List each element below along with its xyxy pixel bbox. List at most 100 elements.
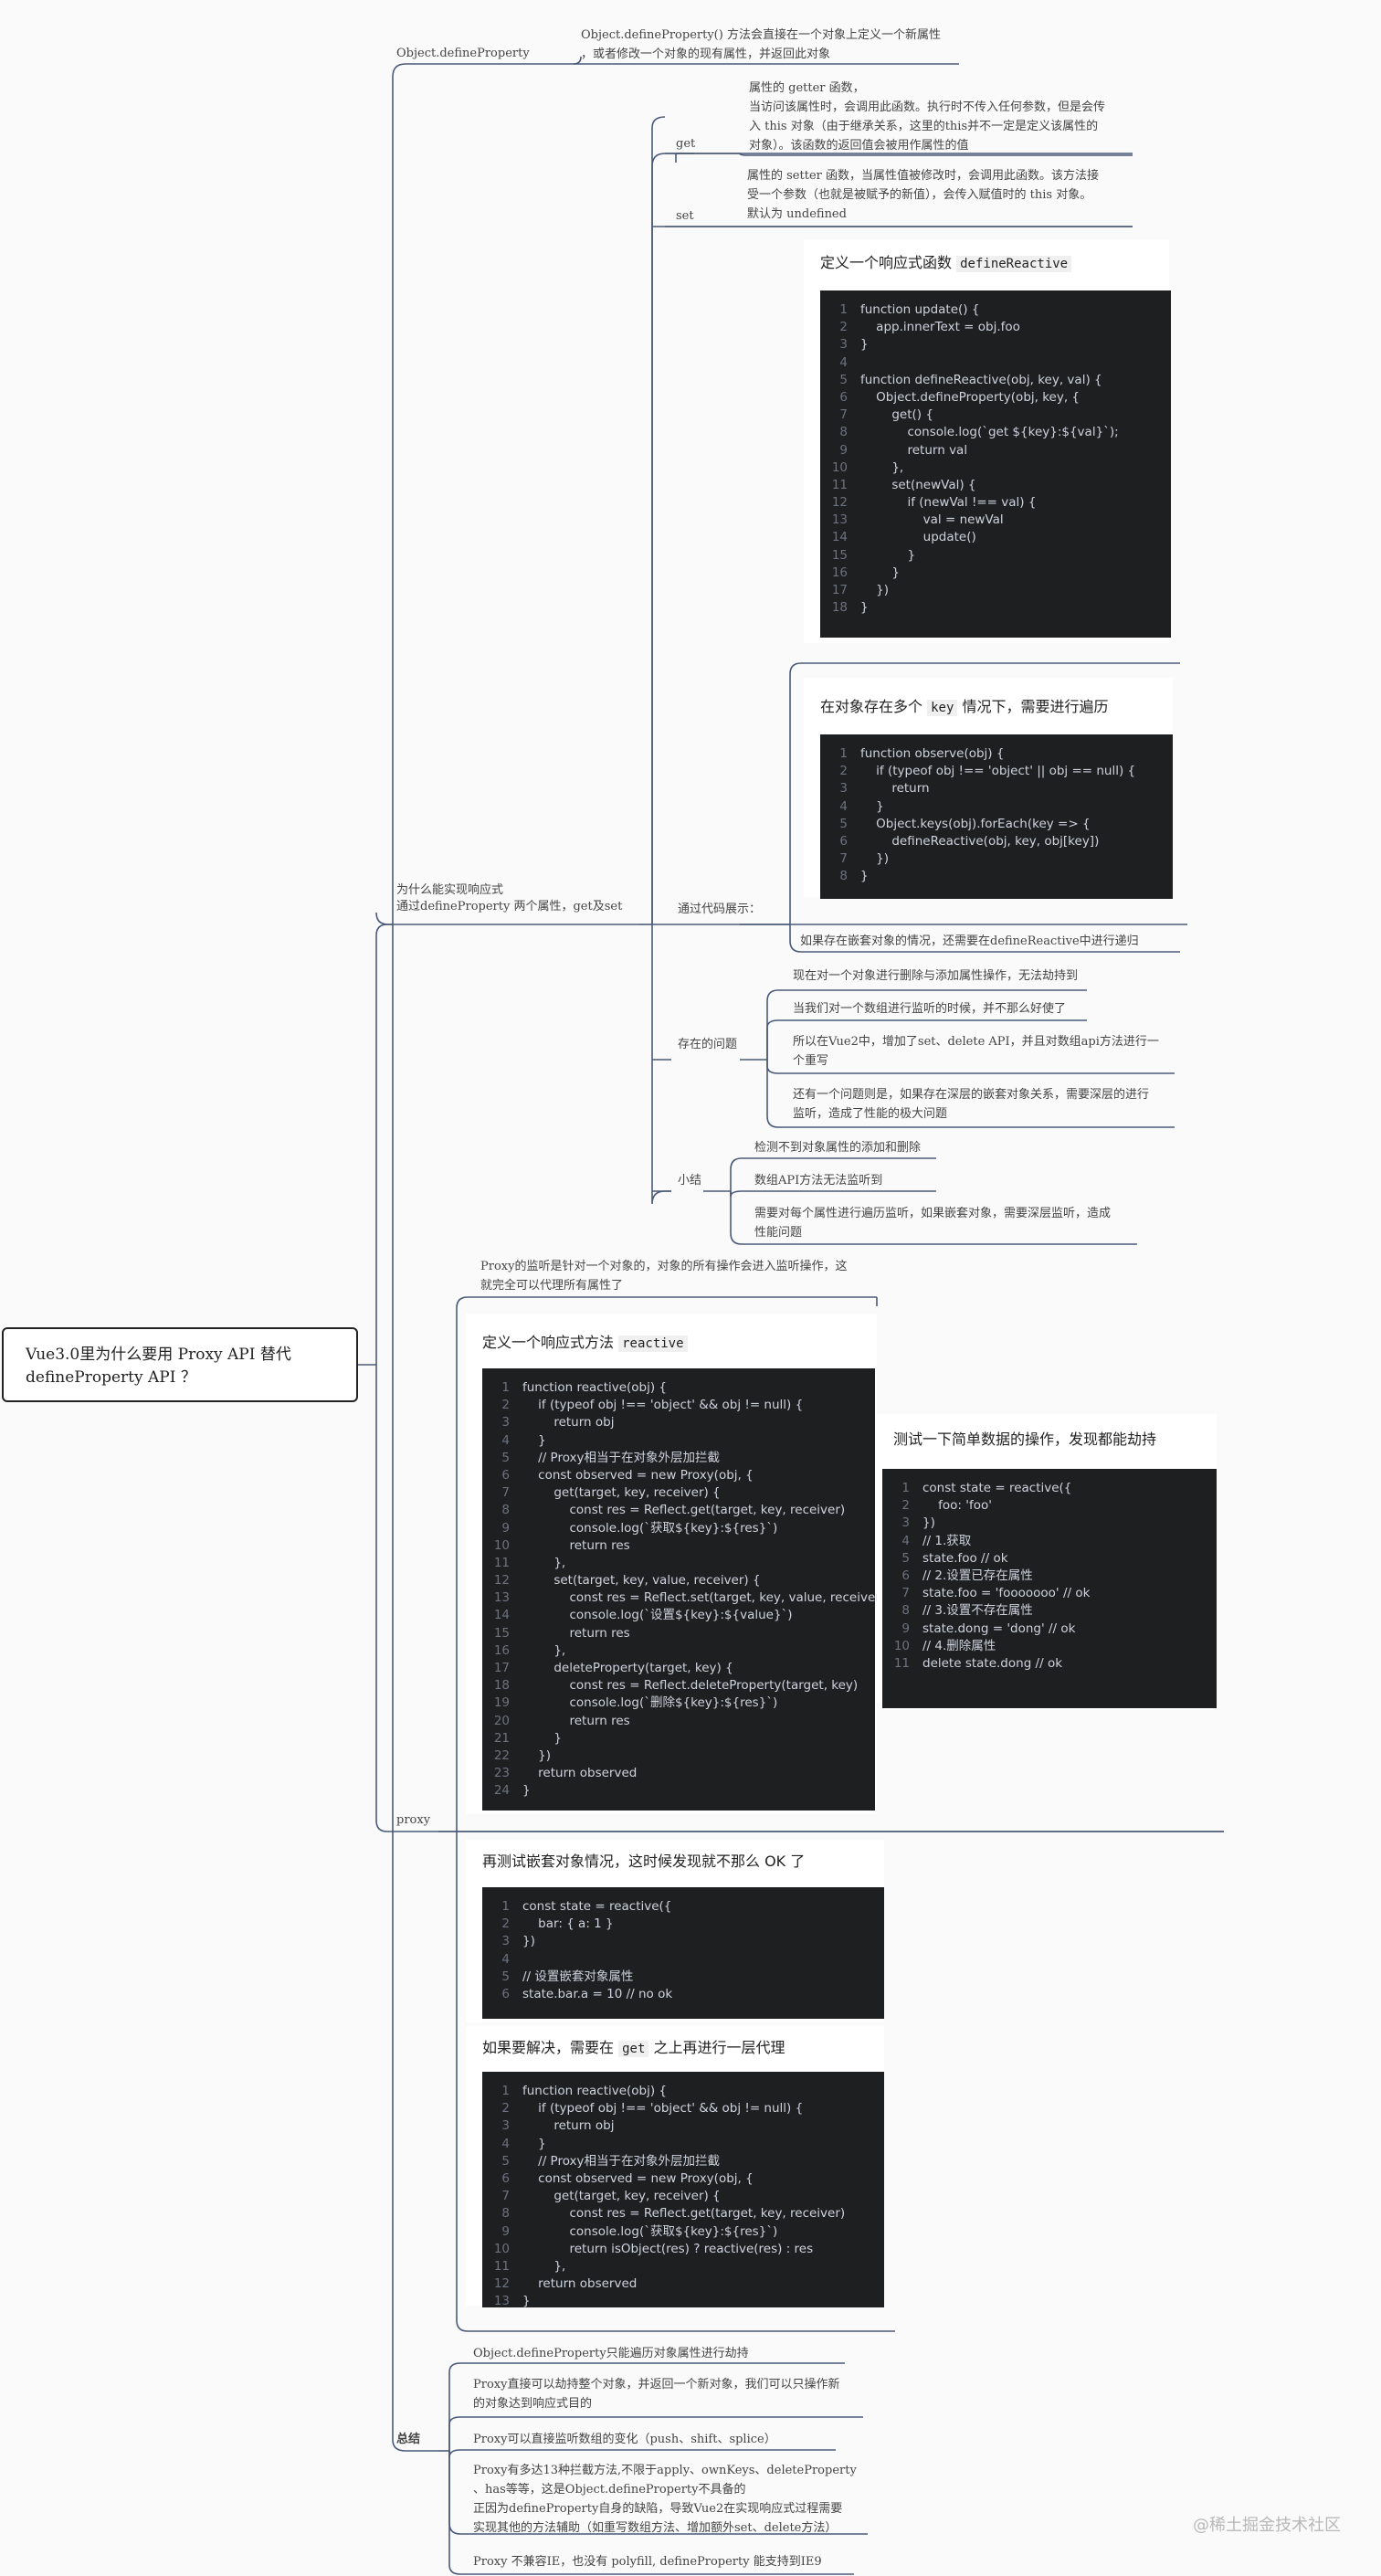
code-line: 5 Object.keys(obj).forEach(key => { bbox=[820, 816, 1173, 833]
code-text: deleteProperty(target, key) { bbox=[522, 1661, 733, 1675]
node-by-code[interactable]: 通过代码展示： bbox=[678, 903, 762, 916]
line-number: 5 bbox=[501, 1450, 510, 1465]
line-number: 3 bbox=[901, 1515, 910, 1531]
line-number: 4 bbox=[501, 1951, 510, 1967]
code-text: } bbox=[522, 2294, 531, 2309]
line-number: 5 bbox=[501, 1969, 510, 1984]
code-line: 7 get(target, key, receiver) { bbox=[482, 1484, 875, 1502]
line-number: 14 bbox=[493, 1608, 510, 1623]
code-text: return res bbox=[522, 1537, 630, 1553]
code-line: 6 Object.defineProperty(obj, key, { bbox=[820, 389, 1171, 406]
code-line: 10 }, bbox=[820, 459, 1171, 477]
line-number: 8 bbox=[839, 869, 848, 884]
node-summary-small[interactable]: 小结 bbox=[678, 1174, 702, 1188]
node-get[interactable]: get bbox=[676, 137, 696, 151]
code-line: 20 return res bbox=[482, 1713, 875, 1730]
code-line: 4 } bbox=[482, 1432, 875, 1450]
code-line: 10 return res bbox=[482, 1537, 875, 1555]
summary-small-item[interactable]: 检测不到对象属性的添加和删除 bbox=[754, 1141, 922, 1155]
line-number: 10 bbox=[493, 2241, 510, 2256]
node-nested-note[interactable]: 如果存在嵌套对象的情况，还需要在defineReactive中进行递归 bbox=[800, 934, 1139, 948]
summary-item[interactable]: Proxy可以直接监听数组的变化（push、shift、splice） bbox=[473, 2433, 776, 2446]
problem-item[interactable]: 现在对一个对象进行删除与添加属性操作，无法劫持到 bbox=[793, 969, 1079, 983]
code-line: 7 get(target, key, receiver) { bbox=[482, 2188, 884, 2205]
summary-item[interactable]: Proxy有多达13种拦截方法,不限于apply、ownKeys、deleteP… bbox=[473, 2464, 857, 2535]
card-title: 再测试嵌套对象情况，这时候发现就不那么 OK 了 bbox=[482, 1853, 806, 1870]
code-text: }, bbox=[522, 1642, 566, 1658]
code-text: } bbox=[522, 1432, 546, 1448]
code-text: function update() { bbox=[860, 302, 980, 317]
code-line: 14 update() bbox=[820, 529, 1171, 546]
node-define-property[interactable]: Object.defineProperty bbox=[396, 47, 530, 60]
line-number: 10 bbox=[893, 1638, 910, 1653]
node-problems[interactable]: 存在的问题 bbox=[678, 1038, 738, 1051]
line-number: 1 bbox=[501, 1380, 510, 1395]
code-line: 6 const observed = new Proxy(obj, { bbox=[482, 1467, 875, 1484]
summary-small-item[interactable]: 数组API方法无法监听到 bbox=[754, 1174, 883, 1188]
node-summary[interactable]: 总结 bbox=[396, 2433, 421, 2446]
line-number: 11 bbox=[831, 477, 848, 492]
code-text: foo: 'foo' bbox=[922, 1498, 992, 1514]
code-text: set(target, key, value, receiver) { bbox=[522, 1573, 761, 1589]
code-line: 17 }) bbox=[820, 582, 1171, 599]
problem-item[interactable]: 当我们对一个数组进行监听的时候，并不那么好使了 bbox=[793, 1002, 1067, 1016]
node-proxy-desc[interactable]: Proxy的监听是针对一个对象的，对象的所有操作会进入监听操作，这 就完全可以代… bbox=[480, 1260, 848, 1293]
line-number: 3 bbox=[501, 1415, 510, 1431]
summary-item[interactable]: Object.defineProperty只能遍历对象属性进行劫持 bbox=[473, 2347, 749, 2360]
card-title: 测试一下简单数据的操作，发现都能劫持 bbox=[893, 1431, 1157, 1448]
node-proxy[interactable]: proxy bbox=[396, 1813, 431, 1827]
code-line: 18 const res = Reflect.deleteProperty(ta… bbox=[482, 1677, 875, 1694]
node-define-property-desc[interactable]: Object.defineProperty() 方法会直接在一个对象上定义一个新… bbox=[581, 28, 941, 61]
line-number: 3 bbox=[501, 2118, 510, 2134]
code-line: 3} bbox=[820, 336, 1171, 354]
problem-item[interactable]: 所以在Vue2中，增加了set、delete API，并且对数组api方法进行一… bbox=[793, 1035, 1159, 1068]
node-set[interactable]: set bbox=[676, 209, 694, 223]
node-why[interactable]: 为什么能实现响应式 通过defineProperty 两个属性，get及set bbox=[396, 883, 623, 913]
code-text: Object.defineProperty(obj, key, { bbox=[860, 389, 1081, 405]
line-number: 8 bbox=[501, 2206, 510, 2222]
line-number: 9 bbox=[901, 1621, 910, 1636]
code-text: return observed bbox=[522, 1766, 638, 1781]
code-text: return isObject(res) ? reactive(res) : r… bbox=[522, 2241, 814, 2256]
line-number: 4 bbox=[839, 354, 848, 370]
summary-small-item[interactable]: 需要对每个属性进行遍历监听，如果嵌套对象，需要深层监听，造成 性能问题 bbox=[754, 1207, 1112, 1240]
code-text: }, bbox=[522, 2258, 566, 2274]
line-number: 4 bbox=[501, 1432, 510, 1448]
code-text: const state = reactive({ bbox=[522, 1899, 672, 1914]
root-topic[interactable]: Vue3.0里为什么要用 Proxy API 替代 defineProperty… bbox=[2, 1327, 358, 1402]
code-text: } bbox=[860, 869, 869, 884]
code-text: console.log(`get ${key}:${val}`); bbox=[860, 425, 1119, 440]
code-text: }) bbox=[522, 1934, 535, 1949]
summary-item[interactable]: Proxy直接可以劫持整个对象，并返回一个新对象，我们可以只操作新 的对象达到响… bbox=[473, 2378, 840, 2411]
line-number: 17 bbox=[493, 1661, 510, 1675]
code-text: // 3.设置不存在属性 bbox=[922, 1603, 1033, 1619]
line-number: 8 bbox=[901, 1603, 910, 1619]
card-title: 如果要解决，需要在 get 之上再进行一层代理 bbox=[482, 2039, 785, 2057]
line-number: 16 bbox=[493, 1642, 510, 1658]
code-text: } bbox=[522, 1783, 531, 1799]
code-line: 8 // 3.设置不存在属性 bbox=[882, 1602, 1217, 1620]
problem-item[interactable]: 还有一个问题则是，如果存在深层的嵌套对象关系，需要深层的进行 监听，造成了性能的… bbox=[793, 1088, 1150, 1121]
node-set-desc[interactable]: 属性的 setter 函数，当属性值被修改时，会调用此函数。该方法接 受一个参数… bbox=[747, 169, 1099, 221]
code-line: 6 const observed = new Proxy(obj, { bbox=[482, 2170, 884, 2188]
summary-item[interactable]: Proxy 不兼容IE，也没有 polyfill, defineProperty… bbox=[473, 2555, 822, 2569]
node-get-desc[interactable]: 属性的 getter 函数， 当访问该属性时，会调用此函数。执行时不传入任何参数… bbox=[749, 81, 1106, 153]
code-line: 12 if (newVal !== val) { bbox=[820, 494, 1171, 512]
line-number: 16 bbox=[831, 565, 848, 580]
